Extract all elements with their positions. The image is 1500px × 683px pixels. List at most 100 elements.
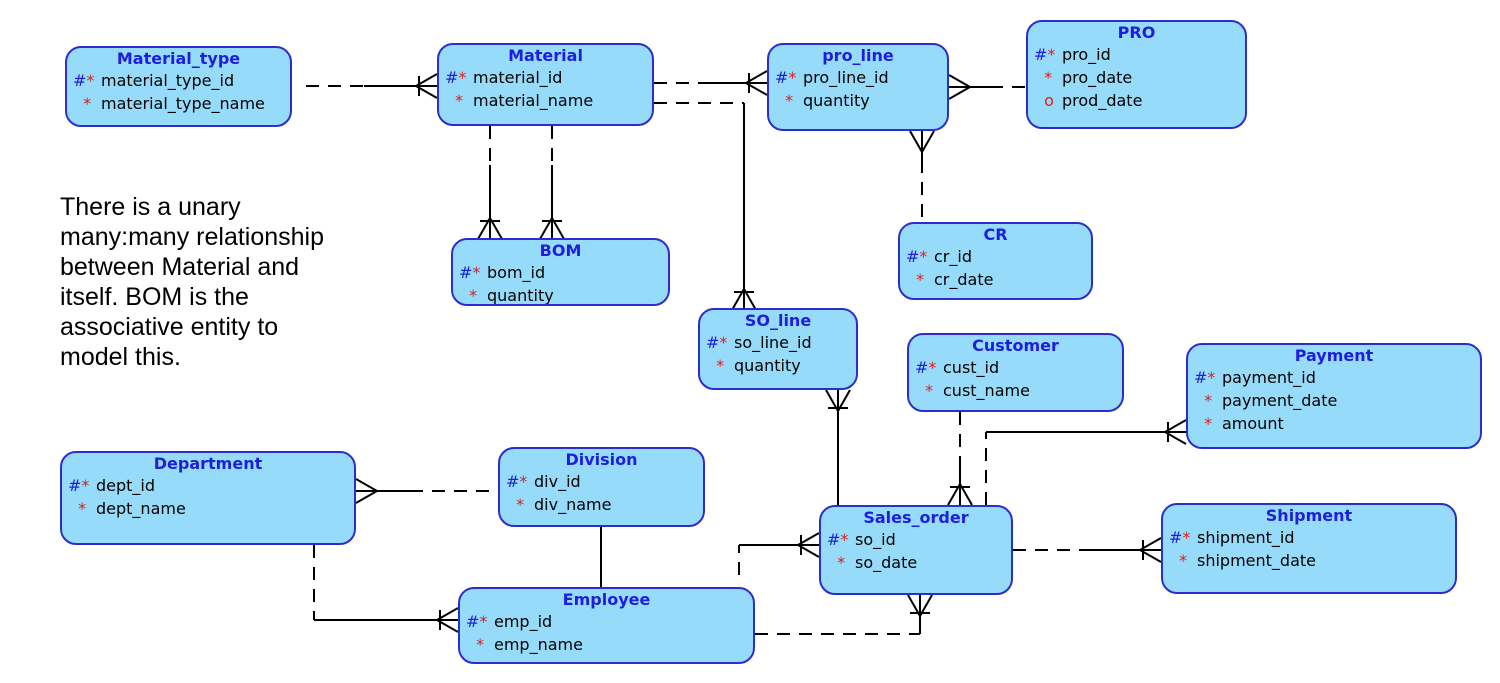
attribute-row: o prod_date — [1028, 89, 1245, 112]
attribute-row: #*emp_id — [460, 610, 753, 633]
attribute-mark: #* — [68, 476, 90, 495]
attribute-name: quantity — [734, 356, 801, 375]
attribute-name: material_id — [473, 68, 563, 87]
rel-sales_order-payment — [985, 419, 1187, 505]
entity-division[interactable]: Division #* div_id * div_name — [498, 447, 705, 527]
entity-title: Material_type — [116, 49, 241, 68]
attribute-name: payment_id — [1222, 368, 1316, 387]
attribute-name: cust_id — [943, 358, 1000, 377]
attribute-name: div_name — [534, 495, 612, 514]
attribute-row: *material_name — [439, 89, 652, 112]
attribute-name: payment_date — [1222, 391, 1338, 410]
attribute-row: * amount — [1188, 412, 1480, 435]
attribute-row: #* pro_line_id — [769, 66, 947, 89]
attribute-mark: * — [1204, 414, 1213, 433]
attribute-name: material_type_id — [101, 71, 235, 90]
entity-sales_order[interactable]: Sales_order #*so_id *so_date — [819, 505, 1013, 595]
rel-customer-sales_order — [947, 412, 973, 506]
entity-pro[interactable]: PRO #* pro_id *pro_date o prod_date — [1026, 20, 1247, 129]
attribute-row: #*payment_id — [1188, 366, 1480, 389]
attribute-row: #*bom_id — [453, 261, 668, 284]
attribute-name: material_name — [473, 91, 594, 110]
entity-title: CR — [983, 225, 1008, 244]
attribute-name: so_line_id — [734, 333, 812, 352]
attribute-row: *dept_name — [62, 497, 354, 520]
entity-so_line[interactable]: SO_line #*so_line_id *quantity — [698, 308, 858, 390]
attribute-name: pro_line_id — [803, 68, 889, 87]
rel-pro-pro_line — [948, 74, 1026, 100]
attribute-mark: * — [1204, 391, 1213, 410]
rel-material-pro_line — [654, 70, 768, 96]
attribute-row: * div_name — [500, 493, 703, 516]
attribute-mark: * — [1044, 68, 1053, 87]
entity-shipment[interactable]: Shipment #*shipment_id *shipment_date — [1161, 503, 1457, 594]
attribute-row: *pro_date — [1028, 66, 1245, 89]
attribute-name: div_id — [534, 472, 581, 491]
entity-customer[interactable]: Customer #*cust_id *cust_name — [907, 333, 1124, 412]
rel-material_type-material — [306, 73, 438, 99]
note-line: itself. BOM is the — [60, 283, 249, 311]
note-line: model this. — [60, 343, 181, 371]
attribute-mark: #* — [445, 68, 467, 87]
attribute-name: quantity — [487, 286, 554, 305]
attribute-row: *cr_date — [900, 268, 1091, 291]
entity-cr[interactable]: CR #*cr_id *cr_date — [898, 222, 1093, 300]
attribute-name: prod_date — [1062, 91, 1143, 110]
attribute-mark: * — [837, 553, 846, 572]
entity-title: SO_line — [744, 311, 812, 330]
attribute-row: #* pro_id — [1028, 43, 1245, 66]
rel-sales_order-so_line — [825, 389, 851, 505]
entity-title: PRO — [1117, 23, 1156, 42]
rel-division-department — [355, 478, 498, 504]
rel-cr-pro_line — [909, 130, 935, 222]
attribute-mark: * — [83, 94, 92, 113]
attribute-mark: * — [785, 91, 794, 110]
attribute-name: pro_id — [1062, 45, 1111, 64]
entity-title: Division — [565, 450, 638, 469]
attribute-mark: * — [476, 635, 485, 654]
entity-bom[interactable]: BOM #*bom_id *quantity — [451, 238, 670, 306]
attribute-name: bom_id — [487, 263, 546, 282]
attribute-name: cr_date — [934, 270, 994, 289]
attribute-mark: * — [925, 381, 934, 400]
attribute-name: dept_name — [96, 499, 186, 518]
entity-payment[interactable]: Payment #*payment_id *payment_date *amou… — [1186, 343, 1482, 449]
note-line: many:many relationship — [60, 223, 325, 251]
attribute-row: *quantity — [453, 284, 668, 305]
attribute-mark: #* — [1034, 45, 1056, 64]
attribute-mark: * — [516, 495, 525, 514]
attribute-mark: o — [1044, 91, 1054, 110]
rel-material-bom-2 — [539, 126, 565, 240]
entity-title: Employee — [562, 590, 651, 609]
attribute-mark: * — [1179, 551, 1188, 570]
entity-department[interactable]: Department #*dept_id *dept_name — [60, 451, 356, 545]
attribute-row: *material_type_name — [67, 92, 290, 115]
attribute-name: emp_name — [494, 635, 583, 654]
entity-pro_line[interactable]: pro_line #*pro_line_id *quantity — [767, 43, 949, 131]
attribute-mark: #* — [775, 68, 797, 87]
attribute-name: cust_name — [943, 381, 1030, 400]
attribute-mark: #* — [827, 530, 849, 549]
attribute-name: shipment_date — [1197, 551, 1316, 570]
attribute-mark: #* — [906, 247, 928, 266]
entity-material[interactable]: Material #*material_id *material_name — [437, 43, 654, 126]
rel-material-bom-1 — [477, 126, 503, 240]
rel-sales_order-shipment — [1013, 537, 1162, 563]
rel-material-so_line — [654, 102, 757, 311]
note-line: between Material and — [60, 253, 300, 281]
attribute-mark: #* — [466, 612, 488, 631]
attribute-row: #*so_id — [821, 528, 1011, 551]
attribute-row: #*cr_id — [900, 245, 1091, 268]
attribute-row: #*dept_id — [62, 474, 354, 497]
rel-employee-sales_order-1 — [738, 532, 820, 575]
note-text: There is a unary many:many relationship … — [60, 192, 390, 372]
attribute-row: * payment_date — [1188, 389, 1480, 412]
attribute-mark: #* — [915, 358, 937, 377]
entity-title: Department — [153, 454, 263, 473]
entity-material_type[interactable]: Material_type #*material_type_id *materi… — [65, 46, 292, 127]
attribute-name: amount — [1222, 414, 1284, 433]
attribute-mark: #* — [506, 472, 528, 491]
entity-title: Shipment — [1265, 506, 1353, 525]
entity-employee[interactable]: Employee #*emp_id * emp_name — [458, 587, 755, 664]
